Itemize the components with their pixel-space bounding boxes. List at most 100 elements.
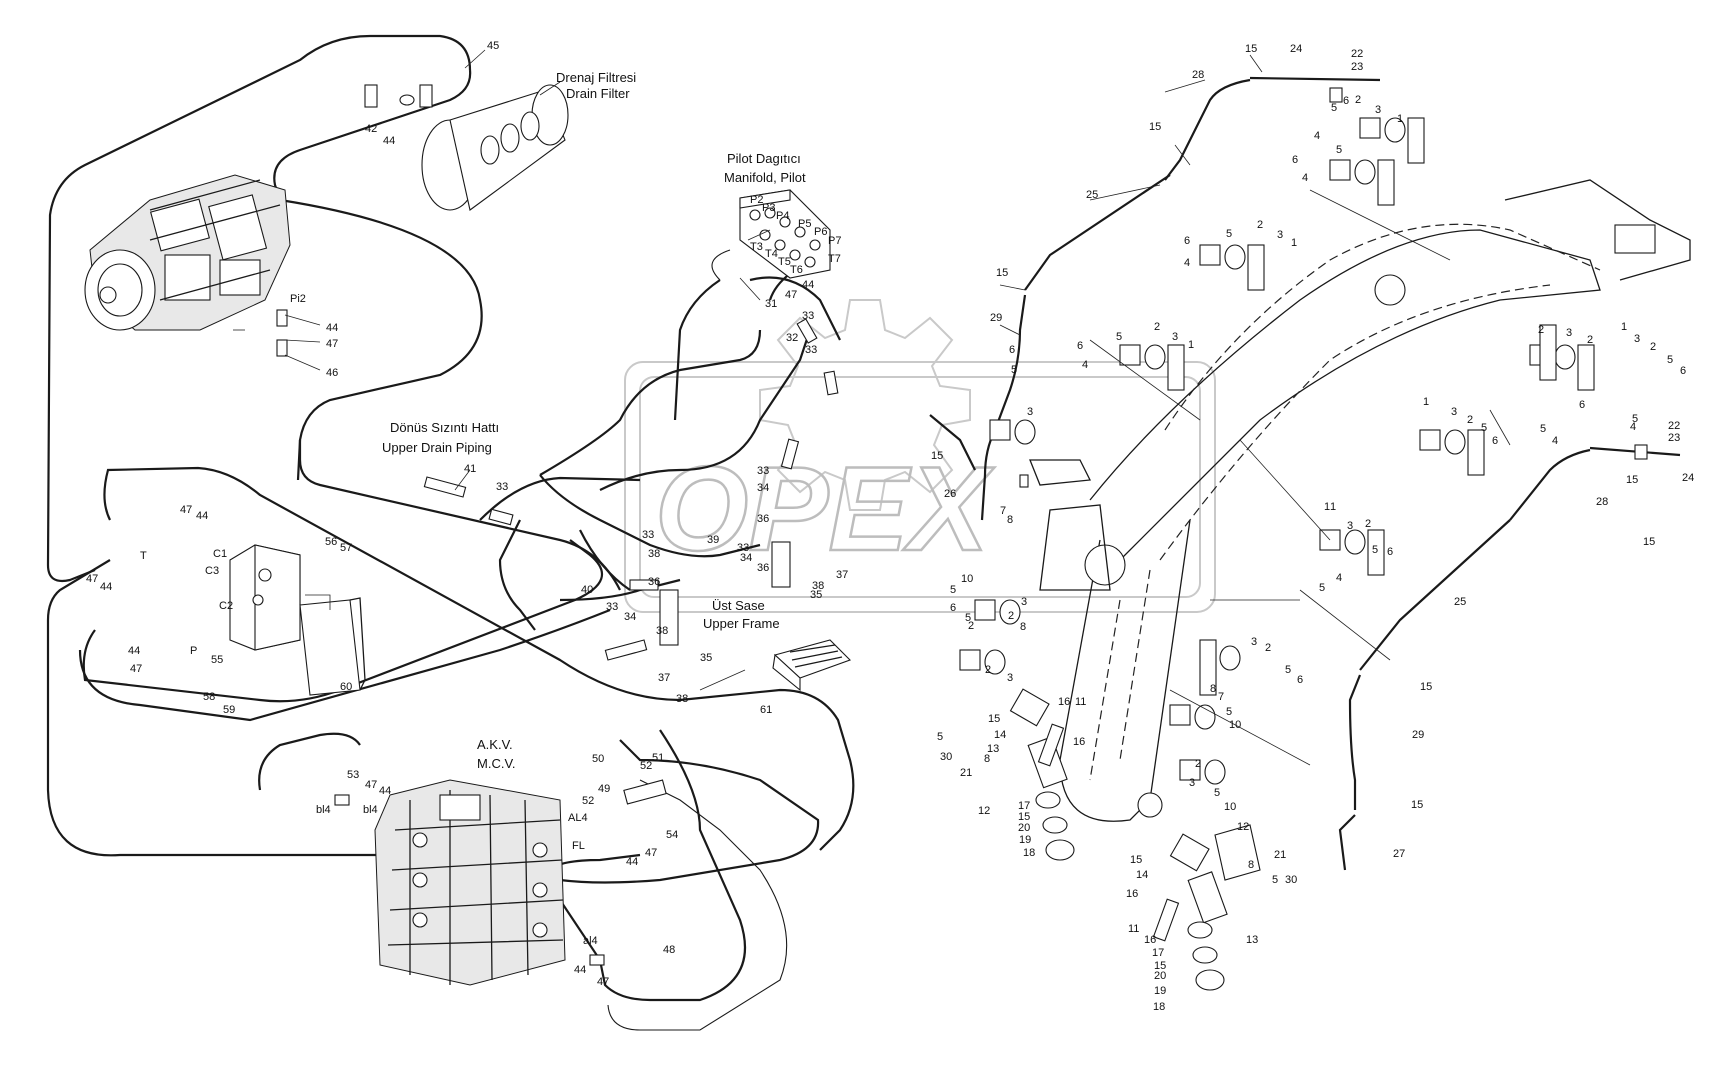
- callout-34: 34: [624, 611, 636, 623]
- caption-upper-drain-en: Upper Drain Piping: [382, 440, 492, 455]
- callout-12: 12: [978, 805, 990, 817]
- callout-20: 20: [1018, 822, 1030, 834]
- callout-6: 6: [1343, 95, 1349, 107]
- callout-31: 31: [765, 298, 777, 310]
- clamp-brackets: [959, 117, 1595, 785]
- callout-6: 6: [1492, 435, 1498, 447]
- callout-15: 15: [996, 267, 1008, 279]
- callout-24: 24: [1682, 472, 1694, 484]
- callout-35: 35: [810, 589, 822, 601]
- callout-1: 1: [1423, 396, 1429, 408]
- callout-13: 13: [987, 743, 999, 755]
- port-al4-upper: AL4: [568, 812, 588, 824]
- callout-1: 1: [1621, 321, 1627, 333]
- callout-3: 3: [1451, 406, 1457, 418]
- callout-17: 17: [1018, 800, 1030, 812]
- callout-5: 5: [1372, 544, 1378, 556]
- callout-34: 34: [757, 482, 769, 494]
- callout-18: 18: [1023, 847, 1035, 859]
- callout-4: 4: [1336, 572, 1342, 584]
- port-pi2: Pi2: [290, 293, 306, 305]
- callout-33: 33: [642, 529, 654, 541]
- callout-6: 6: [1387, 546, 1393, 558]
- callout-2: 2: [1154, 321, 1160, 333]
- drain-filter: [421, 81, 569, 211]
- callout-45: 45: [487, 40, 499, 52]
- callout-44: 44: [326, 322, 338, 334]
- callout-29: 29: [990, 312, 1002, 324]
- callout-4: 4: [1302, 172, 1308, 184]
- callout-3: 3: [1375, 104, 1381, 116]
- callout-25: 25: [1086, 189, 1098, 201]
- callout-46: 46: [326, 367, 338, 379]
- callout-5: 5: [1319, 582, 1325, 594]
- callout-48: 48: [663, 944, 675, 956]
- callout-59: 59: [223, 704, 235, 716]
- port-al4-lower: al4: [583, 935, 598, 947]
- callout-47: 47: [130, 663, 142, 675]
- callout-2: 2: [1538, 324, 1544, 336]
- callout-44: 44: [196, 510, 208, 522]
- callout-42: 42: [365, 123, 377, 135]
- callout-15: 15: [1154, 960, 1166, 972]
- callout-3: 3: [1566, 327, 1572, 339]
- port-p5: P5: [798, 218, 811, 230]
- callout-13: 13: [1246, 934, 1258, 946]
- hydraulic-pump: [84, 174, 291, 331]
- callout-44: 44: [383, 135, 395, 147]
- callout-38: 38: [648, 548, 660, 560]
- callout-15: 15: [1018, 811, 1030, 823]
- callout-2: 2: [1008, 610, 1014, 622]
- callout-10: 10: [961, 573, 973, 585]
- drain-hose-runs: [46, 34, 855, 1031]
- callout-6: 6: [1292, 154, 1298, 166]
- callout-15: 15: [1411, 799, 1423, 811]
- callout-6: 6: [950, 602, 956, 614]
- callout-44: 44: [128, 645, 140, 657]
- callout-38: 38: [812, 580, 824, 592]
- callout-2: 2: [1265, 642, 1271, 654]
- callout-33: 33: [757, 465, 769, 477]
- callout-6: 6: [1680, 365, 1686, 377]
- callout-1: 1: [1397, 113, 1403, 125]
- callout-1: 1: [1324, 501, 1330, 513]
- callout-15: 15: [1420, 681, 1432, 693]
- callout-19: 19: [1154, 985, 1166, 997]
- callout-3: 3: [1347, 520, 1353, 532]
- caption-pilot-manifold-tr: Pilot Dagıtıcı: [727, 151, 801, 166]
- caption-mcv-en: M.C.V.: [477, 756, 516, 771]
- callout-15: 15: [1643, 536, 1655, 548]
- caption-upper-drain-tr: Dönüs Sızıntı Hattı: [390, 420, 499, 435]
- callout-57: 57: [340, 542, 352, 554]
- callout-1: 1: [1330, 501, 1336, 513]
- callout-2: 2: [1195, 758, 1201, 770]
- callout-10: 10: [1224, 801, 1236, 813]
- callout-33: 33: [805, 344, 817, 356]
- callout-2: 2: [1650, 341, 1656, 353]
- port-c1: C1: [213, 548, 227, 560]
- callout-17: 17: [1152, 947, 1164, 959]
- callout-47: 47: [645, 847, 657, 859]
- callout-47: 47: [86, 573, 98, 585]
- callout-60: 60: [340, 681, 352, 693]
- port-t4: T4: [765, 248, 778, 260]
- callout-3: 3: [1021, 596, 1027, 608]
- callout-47: 47: [365, 779, 377, 791]
- callout-4: 4: [1082, 359, 1088, 371]
- callout-1: 1: [1291, 237, 1297, 249]
- port-t: T: [140, 550, 147, 562]
- port-p2: P2: [750, 194, 763, 206]
- callout-2: 2: [985, 664, 991, 676]
- callout-14: 14: [994, 729, 1006, 741]
- callout-12: 12: [1237, 821, 1249, 833]
- callout-4: 4: [1552, 435, 1558, 447]
- callout-5: 5: [965, 612, 971, 624]
- callout-3: 3: [1277, 229, 1283, 241]
- callout-6: 6: [1184, 235, 1190, 247]
- callout-5: 5: [1214, 787, 1220, 799]
- callout-4: 4: [1184, 257, 1190, 269]
- callout-27: 27: [1393, 848, 1405, 860]
- opex-watermark: OPEX: [624, 299, 1216, 613]
- callout-21: 21: [960, 767, 972, 779]
